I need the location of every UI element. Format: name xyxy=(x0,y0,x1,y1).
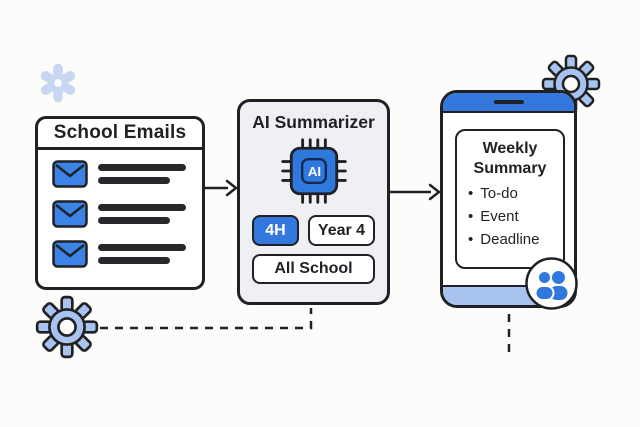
ai-chip-icon: AI xyxy=(280,138,347,204)
redacted-text-line xyxy=(98,164,186,171)
email-list-item xyxy=(52,160,188,188)
tag-all-school: All School xyxy=(252,254,375,284)
redacted-text-line xyxy=(98,257,170,264)
ai-summarizer-panel: AI Summarizer AI 4H Year 4 All School xyxy=(237,99,390,305)
email-list-item xyxy=(52,240,188,268)
chip-label: AI xyxy=(307,164,320,179)
phone-speaker xyxy=(493,100,524,104)
ai-summarizer-title: AI Summarizer xyxy=(252,112,375,132)
phone-top-bar xyxy=(443,93,574,113)
redacted-text-lines xyxy=(98,244,186,264)
dashed-connector xyxy=(100,308,313,330)
email-list-item xyxy=(52,200,188,228)
summary-bullet: Deadline xyxy=(468,231,563,248)
summary-bullet: Event xyxy=(468,208,563,225)
summary-list: To-do Event Deadline xyxy=(468,185,563,248)
redacted-text-line xyxy=(98,177,170,184)
envelope-icon xyxy=(52,200,88,228)
weekly-summary-card: Weekly Summary To-do Event Deadline xyxy=(455,129,565,269)
dashed-connector xyxy=(507,314,511,358)
school-emails-title: School Emails xyxy=(38,119,202,150)
redacted-text-lines xyxy=(98,204,186,224)
redacted-text-line xyxy=(98,204,186,211)
people-icon xyxy=(525,257,578,310)
summary-bullet: To-do xyxy=(468,185,563,202)
redacted-text-lines xyxy=(98,164,186,184)
sparkle-icon xyxy=(40,63,76,103)
envelope-icon xyxy=(52,240,88,268)
arrow-right-icon xyxy=(202,179,238,197)
envelope-icon xyxy=(52,160,88,188)
redacted-text-line xyxy=(98,244,186,251)
school-emails-panel: School Emails xyxy=(35,116,205,290)
weekly-summary-title: Weekly Summary xyxy=(473,140,547,177)
redacted-text-line xyxy=(98,217,170,224)
tag-4h: 4H xyxy=(252,215,299,246)
gear-icon xyxy=(35,295,99,359)
arrow-right-icon xyxy=(388,183,441,201)
tag-year4: Year 4 xyxy=(308,215,375,246)
email-list xyxy=(38,150,202,268)
